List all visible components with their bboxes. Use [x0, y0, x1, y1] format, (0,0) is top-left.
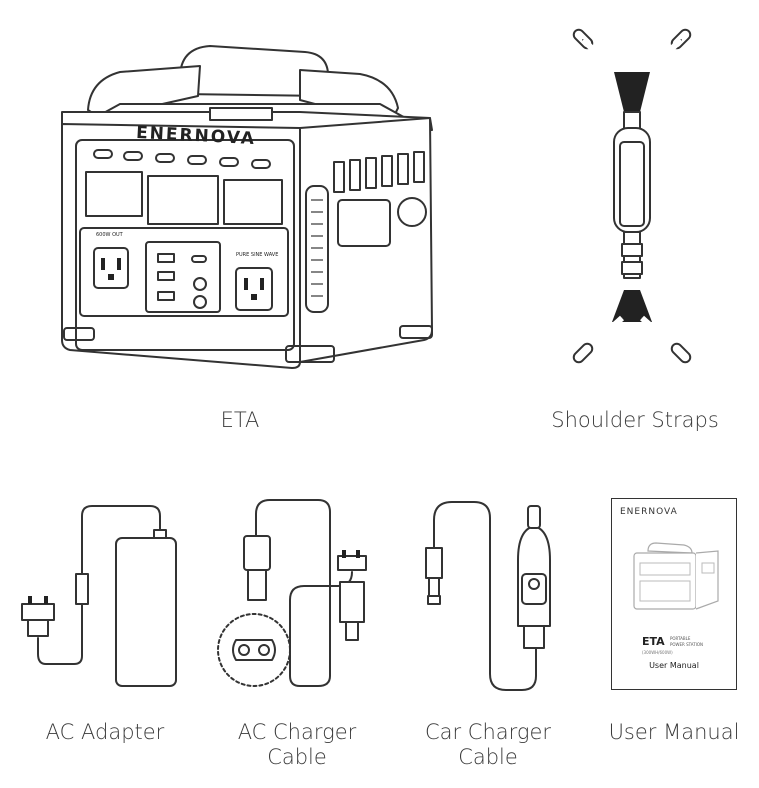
ac-adapter-caption: AC Adapter [45, 720, 165, 744]
manual-product-sub1: PORTABLE [670, 636, 691, 641]
ac-charger-cable-caption: AC Charger Cable [237, 720, 357, 769]
user-manual-booklet: ENERNOVA ETA PORTABLE POWER STATION (300… [611, 498, 737, 690]
manual-product-name: ETA [642, 635, 665, 648]
eta-outlet-label-right: PURE SINE WAVE [236, 252, 279, 258]
eta-outlet-label-left: 600W OUT [96, 232, 123, 238]
manual-brand-logo: ENERNOVA [620, 507, 678, 517]
eta-caption: ETA [220, 408, 260, 432]
user-manual-caption: User Manual [608, 720, 740, 744]
shoulder-straps-caption: Shoulder Straps [551, 408, 719, 432]
manual-product-sub2: POWER STATION [670, 642, 703, 647]
manual-cover-illustration [633, 542, 719, 610]
manual-title: User Manual [649, 661, 699, 670]
car-charger-cable-caption: Car Charger Cable [424, 720, 552, 769]
manual-model: (300WH/600W) [642, 650, 673, 655]
